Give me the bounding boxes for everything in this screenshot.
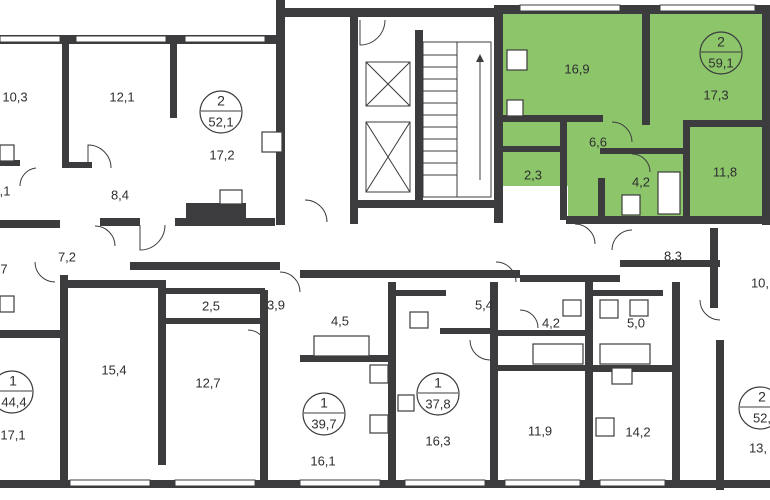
room-area: 15,4 — [101, 362, 126, 377]
room-area: 11,9 — [528, 423, 552, 438]
room-area: 11,8 — [713, 164, 737, 179]
apartment-area: 52,1 — [208, 114, 233, 129]
doors — [19, 19, 721, 361]
apartment-rooms: 1 — [320, 395, 328, 411]
apartment-badge[interactable]: 1 39,7 — [302, 392, 346, 436]
apartment-area: 59,1 — [708, 55, 733, 70]
highlighted-apartment[interactable] — [503, 10, 762, 220]
room-area: 7,2 — [58, 249, 76, 264]
room-area: 4,2 — [632, 174, 650, 189]
room-area: 6,6 — [589, 134, 607, 149]
room-area: 2,5 — [202, 298, 220, 313]
room-area: 5,4 — [475, 297, 493, 312]
room-area: 16,9 — [564, 61, 589, 76]
apartment-rooms: 1 — [9, 373, 17, 389]
room-area: 2,3 — [524, 167, 542, 182]
room-area: 4,5 — [331, 313, 349, 328]
apartment-area: 39,7 — [311, 416, 336, 431]
room-area: 17,1 — [0, 427, 25, 442]
room-labels: 10,3 12,1 17,2 8,4 ,1 16,9 17,3 6,6 2,3 … — [0, 61, 769, 468]
apartment-area: 44,4 — [1, 394, 26, 409]
room-area: 10, — [751, 275, 769, 290]
apartment-area: 37,8 — [425, 396, 450, 411]
apartment-rooms: 2 — [217, 93, 225, 109]
apartment-badge[interactable]: 1 44,4 — [0, 370, 34, 414]
apartment-area: 52, — [753, 410, 770, 425]
room-area: 17,2 — [209, 147, 234, 162]
windows — [0, 4, 756, 487]
apartment-badge[interactable]: 2 52,1 — [199, 90, 243, 134]
room-area: 14,2 — [625, 424, 650, 439]
fixtures — [0, 49, 681, 437]
apartment-badge[interactable]: 1 37,8 — [416, 372, 460, 416]
room-area: 17,3 — [703, 87, 728, 102]
room-area: 12,1 — [109, 89, 134, 104]
room-area: 16,3 — [425, 433, 450, 448]
apartment-rooms: 2 — [758, 389, 766, 405]
room-area: 10,3 — [2, 89, 27, 104]
apartment-rooms: 2 — [717, 34, 725, 50]
room-area: 3,9 — [267, 297, 285, 312]
apartment-badge-selected[interactable]: 2 59,1 — [699, 31, 743, 75]
stair-core — [365, 41, 492, 198]
room-area: 7 — [0, 261, 7, 276]
room-area: 12,7 — [195, 375, 220, 390]
room-area: 13, — [749, 440, 767, 455]
room-area: 5,0 — [627, 315, 645, 330]
apartment-badge[interactable]: 2 52, — [738, 386, 770, 430]
room-area: 8,4 — [111, 187, 129, 202]
room-area: 4,2 — [542, 315, 560, 330]
room-area: ,1 — [0, 183, 10, 198]
room-area: 8,3 — [664, 248, 682, 263]
apartment-rooms: 1 — [434, 375, 442, 391]
room-area: 16,1 — [310, 453, 335, 468]
